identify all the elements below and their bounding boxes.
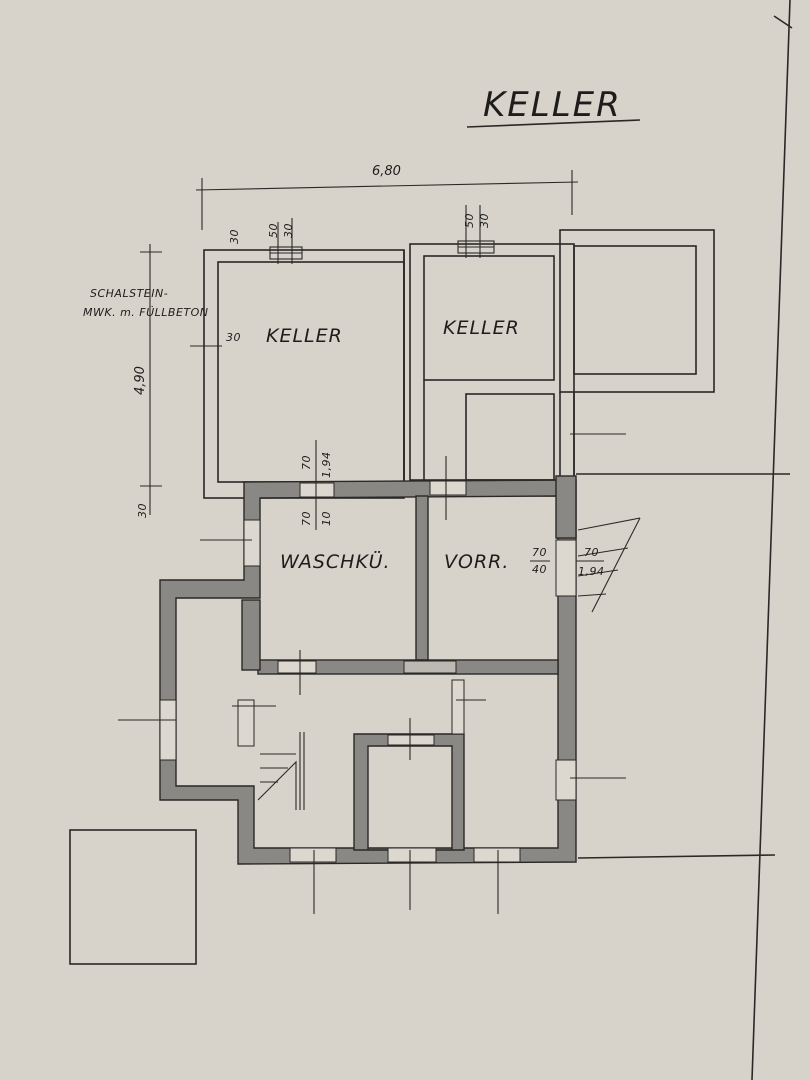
construction-lines (118, 433, 626, 914)
door-bottom-label-b: 10 (320, 511, 333, 526)
upper-windows (269, 205, 495, 264)
vorr-dim-a: 70 (532, 546, 547, 559)
room-label-keller-right: KELLER (443, 317, 520, 339)
sheet-border (576, 0, 793, 1080)
vorr-dim-c: 70 (584, 546, 599, 559)
wall-note-line2: MWK. m. FÜLLBETON (83, 306, 209, 319)
stair (257, 517, 641, 810)
vorr-dim-d: 1,94 (578, 565, 605, 578)
room-label-keller-left: KELLER (266, 325, 343, 347)
wall-bottom-left-label: 30 (136, 503, 149, 518)
plan-title: KELLER (483, 85, 622, 125)
wall-note-line1: SCHALSTEIN- (90, 287, 168, 300)
overall-width-label: 6,80 (372, 164, 401, 179)
vorr-dim-b: 40 (532, 563, 547, 576)
openings (159, 480, 577, 863)
title-underline (466, 119, 641, 128)
window-top-left-a: 50 (267, 223, 280, 238)
door-bottom-label-a: 70 (300, 511, 313, 526)
room-label-vorraum: VORR. (444, 551, 509, 573)
window-top-left-b: 30 (282, 223, 295, 238)
door-top-label-b: 1,94 (320, 452, 333, 479)
door-top-label-a: 70 (300, 455, 313, 470)
wall-top-label: 30 (228, 229, 241, 244)
wall-left-label: 30 (226, 331, 241, 344)
outbuilding (69, 829, 197, 965)
depth-dimension-line (140, 244, 162, 515)
width-dimension-line (195, 170, 579, 230)
room-label-waschkueche: WASCHKÜ. (280, 550, 391, 573)
overall-depth-label: 4,90 (133, 366, 148, 395)
window-top-right-a: 50 (463, 213, 476, 228)
window-top-right-b: 30 (478, 213, 491, 228)
